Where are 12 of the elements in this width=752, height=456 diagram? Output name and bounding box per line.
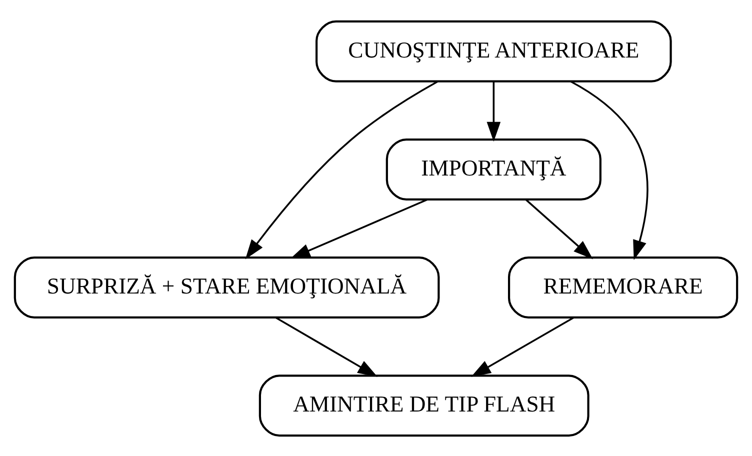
node-box: CUNOŞTINŢE ANTERIOARE: [316, 20, 672, 82]
arrow: [290, 198, 428, 258]
arrow: [275, 316, 378, 376]
arrow: [471, 316, 574, 376]
node-box: AMINTIRE DE TIP FLASH: [258, 374, 590, 436]
arrow: [245, 80, 438, 259]
node-box: REMEMORARE: [508, 256, 738, 318]
arrow: [570, 80, 648, 260]
node-box: IMPORTANŢĂ: [386, 138, 602, 200]
arrow: [525, 198, 593, 259]
arrow: [486, 80, 501, 142]
node-box: SURPRIZĂ + STARE EMOŢIONALĂ: [14, 256, 440, 318]
